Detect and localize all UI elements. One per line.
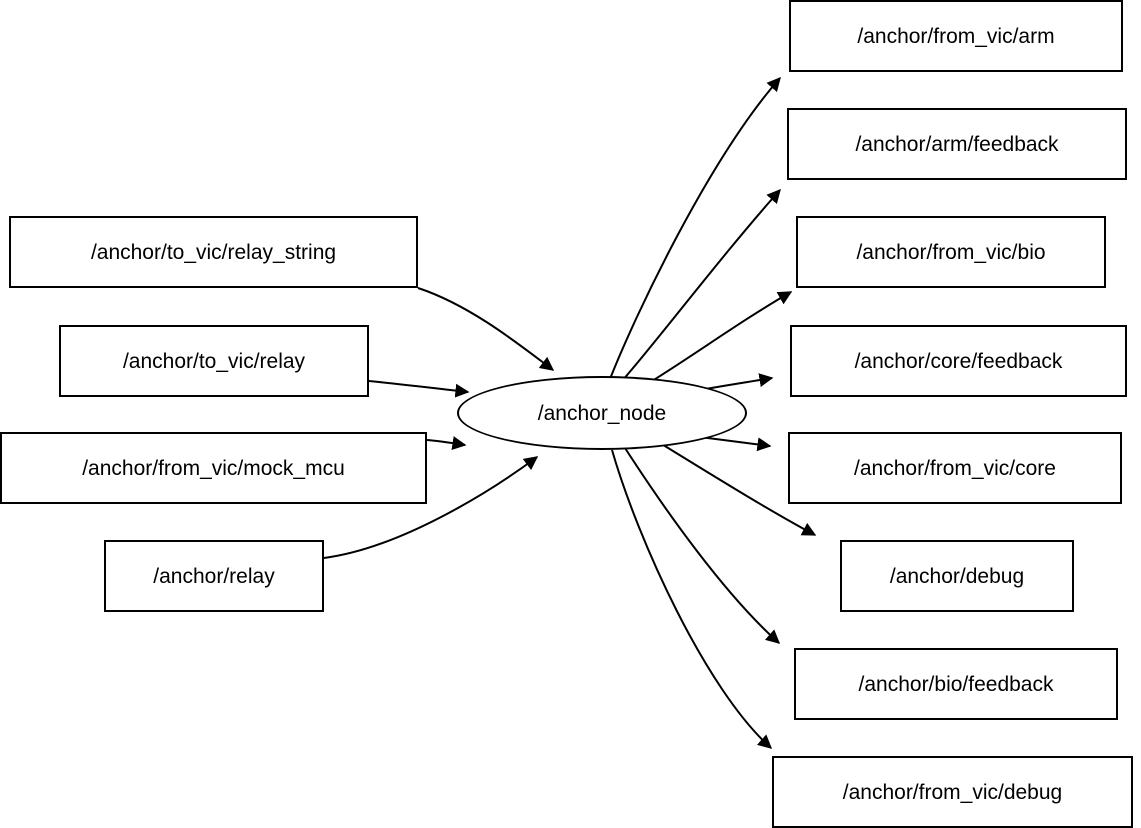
node-anchor-arm-feedback[interactable]: /anchor/arm/feedback [787,108,1127,180]
edge-anchor-node-to-anchor-from-vic-core [699,436,772,452]
node-anchor-from-vic-arm[interactable]: /anchor/from_vic/arm [789,0,1123,72]
node-anchor-node[interactable]: /anchor_node [457,376,747,450]
node-label: /anchor/to_vic/relay_string [90,240,337,264]
edge-anchor-node-to-anchor-from-vic-debug [611,449,773,749]
node-anchor-from-vic-mock-mcu[interactable]: /anchor/from_vic/mock_mcu [0,432,427,504]
node-anchor-debug[interactable]: /anchor/debug [840,540,1074,612]
node-anchor-to-vic-relay-string[interactable]: /anchor/to_vic/relay_string [9,216,418,288]
node-label: /anchor/from_vic/bio [856,240,1046,264]
node-anchor-bio-feedback[interactable]: /anchor/bio/feedback [794,648,1118,720]
node-label: /anchor/to_vic/relay [122,349,306,373]
node-label: /anchor_node [537,401,667,425]
edge-anchor-node-to-anchor-from-vic-arm [609,76,781,380]
node-label: /anchor/core/feedback [854,349,1063,373]
edge-anchor-from-vic-mock-mcu-to-anchor-node [426,436,467,451]
edge-anchor-node-to-anchor-from-vic-bio [643,291,793,387]
edge-anchor-to-vic-relay-string-to-anchor-node [417,287,555,371]
node-label: /anchor/relay [153,564,275,588]
edge-anchor-node-to-anchor-arm-feedback [621,188,781,382]
node-anchor-from-vic-bio[interactable]: /anchor/from_vic/bio [796,216,1106,288]
node-label: /anchor/from_vic/arm [857,24,1055,48]
node-anchor-from-vic-core[interactable]: /anchor/from_vic/core [788,432,1122,504]
node-anchor-core-feedback[interactable]: /anchor/core/feedback [790,325,1127,397]
node-label: /anchor/debug [889,564,1025,588]
edge-anchor-node-to-anchor-bio-feedback [624,447,781,644]
edge-anchor-to-vic-relay-to-anchor-node [368,380,470,398]
node-label: /anchor/arm/feedback [855,132,1059,156]
node-label: /anchor/from_vic/debug [842,780,1063,804]
node-label: /anchor/from_vic/mock_mcu [82,456,345,480]
node-label: /anchor/bio/feedback [858,672,1054,696]
node-label: /anchor/from_vic/core [854,456,1056,480]
node-anchor-from-vic-debug[interactable]: /anchor/from_vic/debug [772,756,1133,828]
node-anchor-to-vic-relay[interactable]: /anchor/to_vic/relay [59,325,369,397]
node-anchor-relay[interactable]: /anchor/relay [104,540,324,612]
